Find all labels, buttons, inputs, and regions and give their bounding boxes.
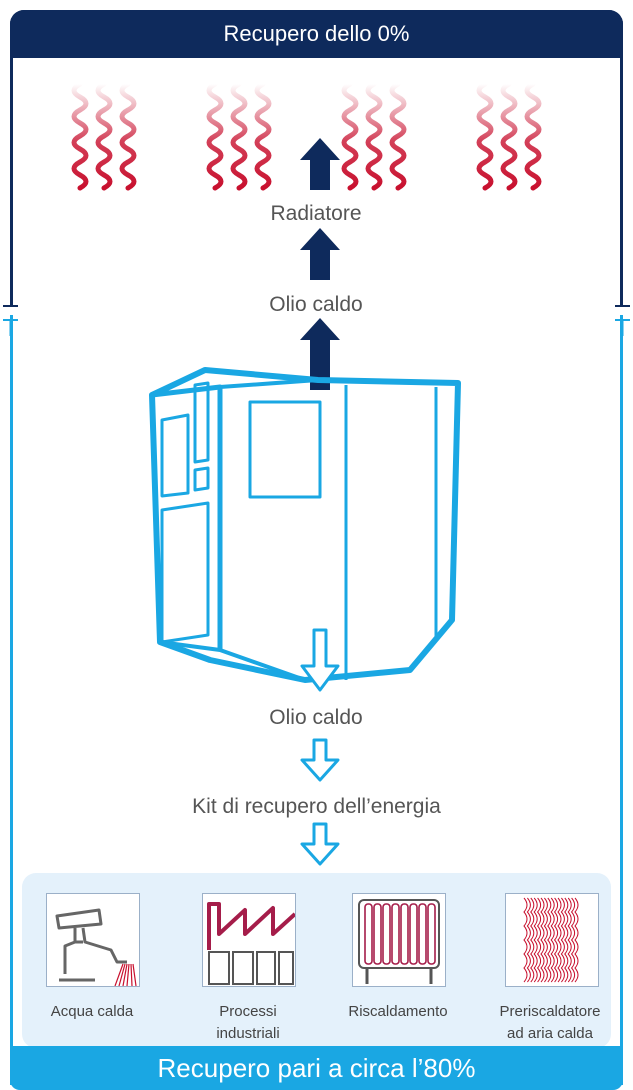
- up-arrow-icon: [300, 228, 340, 280]
- heat-wave-icon: [341, 81, 359, 191]
- heat-flow-up-arrows: [300, 138, 340, 390]
- recovery-title: Recupero pari a circa l’80%: [157, 1053, 476, 1083]
- zero-recovery-title: Recupero dello 0%: [223, 21, 410, 46]
- compressor-unit-icon: [149, 367, 461, 683]
- hot-oil-label-bottom: Olio caldo: [269, 706, 363, 729]
- heat-wave-icon: [389, 81, 407, 191]
- up-arrow-icon: [300, 318, 340, 390]
- up-arrow-icon: [300, 138, 340, 190]
- heat-wave-icon: [119, 81, 137, 191]
- heat-wave-icon: [71, 81, 89, 191]
- application-label: ad aria calda: [507, 1025, 593, 1042]
- zero-recovery-header: [10, 10, 623, 58]
- faucet-icon: [46, 893, 140, 987]
- application-label: Acqua calda: [50, 1003, 134, 1020]
- recovery-flow-down-arrows: [300, 628, 340, 866]
- down-arrow-icon: [300, 822, 340, 866]
- heat-wave-icon: [230, 81, 248, 191]
- heat-wave-icon: [500, 81, 518, 191]
- application-label: Riscaldamento: [348, 1003, 448, 1020]
- recovery-frame: [10, 315, 623, 1085]
- frame-junction-ticks: [3, 305, 630, 336]
- hot-air-icon: [505, 893, 599, 987]
- radiator-label: Radiatore: [270, 202, 362, 225]
- heat-waves: [71, 81, 542, 191]
- heat-wave-icon: [206, 81, 224, 191]
- application-label: Preriscaldatore: [499, 1003, 601, 1020]
- radiator-icon: [352, 893, 446, 987]
- heat-wave-icon: [524, 81, 542, 191]
- heat-wave-icon: [476, 81, 494, 191]
- heat-wave-icon: [95, 81, 113, 191]
- heat-wave-icon: [254, 81, 272, 191]
- heat-wave-icon: [365, 81, 383, 191]
- hot-oil-label-top: Olio caldo: [269, 293, 363, 316]
- factory-icon: [202, 893, 297, 987]
- application-label: Processi: [219, 1003, 277, 1020]
- application-label: industriali: [216, 1025, 280, 1042]
- down-arrow-icon: [300, 738, 340, 782]
- energy-recovery-kit-label: Kit di recupero dell’energia: [192, 795, 441, 818]
- down-arrow-icon: [300, 628, 340, 692]
- recovery-footer: [10, 1046, 623, 1090]
